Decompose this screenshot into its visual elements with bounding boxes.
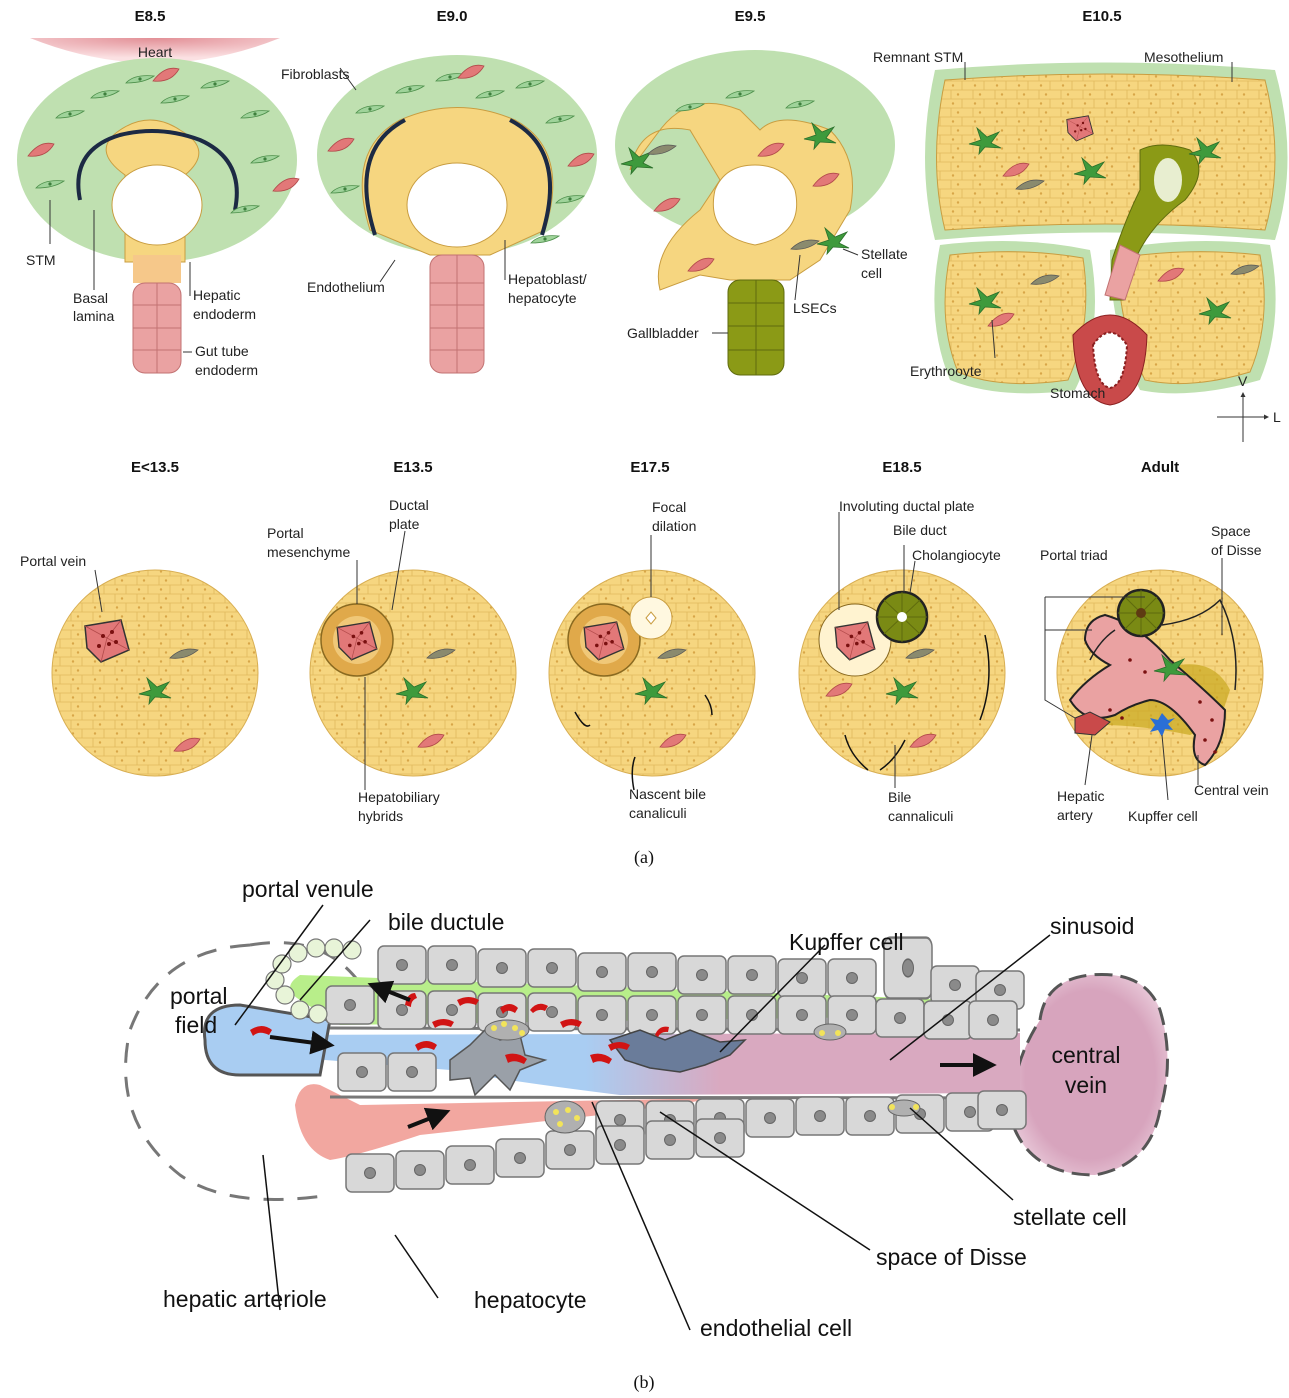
- portal-venule-label: portal venule: [242, 876, 374, 902]
- e13-5-illustration: Portal mesenchyme Ductal plate Hepatobil…: [267, 497, 516, 824]
- e17-5-illustration: Focal dilation Nascent bile canaliculi: [549, 499, 755, 821]
- panel-b-caption: (b): [634, 1372, 655, 1393]
- endothelial-cell-label: endothelial cell: [700, 1315, 852, 1341]
- mesothelium-label: Mesothelium: [1144, 49, 1223, 65]
- gallbladder-label: Gallbladder: [627, 325, 699, 341]
- bile-duct-label: Bile duct: [893, 522, 947, 538]
- involuting-ductal-plate-label: Involuting ductal plate: [839, 498, 975, 514]
- stm-label: STM: [26, 252, 56, 268]
- axis-v-label: V: [1238, 373, 1248, 389]
- hepatocyte-label: hepatocyte: [474, 1287, 587, 1313]
- stage-label: E17.5: [630, 459, 669, 476]
- panel-a-row2: E<13.5 E13.5 E17.5 E18.5 Adult Portal ve…: [20, 459, 1269, 824]
- panel-a-row1: E8.5 E9.0 E9.5 E10.5 Heart STM Basal lam…: [17, 8, 1288, 442]
- endothelium-label: Endothelium: [307, 279, 385, 295]
- stellate-cell-label-b: stellate cell: [1013, 1204, 1127, 1230]
- bile-ductule-label: bile ductule: [388, 909, 504, 935]
- stage-label: E9.5: [735, 8, 766, 25]
- space-of-disse-label: of Disse: [1211, 542, 1262, 558]
- gut-tube-label: endoderm: [195, 362, 258, 378]
- fibroblasts-label: Fibroblasts: [281, 66, 349, 82]
- portal-mesenchyme-label: Portal: [267, 525, 304, 541]
- kupffer-cell-label: Kupffer cell: [1128, 808, 1198, 824]
- central-vein-label-b: vein: [1065, 1072, 1107, 1098]
- portal-vein-label: Portal vein: [20, 553, 86, 569]
- heart-label: Heart: [138, 44, 172, 60]
- hepatobiliary-hybrids-label: hybrids: [358, 808, 403, 824]
- stage-label: Adult: [1141, 459, 1179, 476]
- e-lt-13-5-illustration: Portal vein: [20, 553, 258, 776]
- bile-canaliculi-label: cannaliculi: [888, 808, 953, 824]
- stellate-cell-label: cell: [861, 265, 882, 281]
- portal-field-label: portal: [170, 983, 228, 1009]
- adult-illustration: Portal triad Space of Disse Central vein…: [1040, 523, 1269, 824]
- e10-5-illustration: Mesothelium Remnant STM Erythrooyte Stom…: [873, 49, 1288, 442]
- stage-label: E10.5: [1082, 8, 1121, 25]
- cholangiocyte-label: Cholangiocyte: [912, 547, 1001, 563]
- space-of-disse-label-b: space of Disse: [876, 1244, 1027, 1270]
- space-of-disse-label: Space: [1211, 523, 1251, 539]
- e9-5-illustration: Stellate cell LSECs Gallbladder: [615, 50, 908, 375]
- stage-label: E<13.5: [131, 459, 179, 476]
- hepatobiliary-hybrids-label: Hepatobiliary: [358, 789, 440, 805]
- gut-tube-label: Gut tube: [195, 343, 249, 359]
- portal-field-label: field: [175, 1012, 217, 1038]
- lsecs-label: LSECs: [793, 300, 837, 316]
- nascent-bile-label: canaliculi: [629, 805, 687, 821]
- remnant-stm-label: Remnant STM: [873, 49, 963, 65]
- erythrocyte-label: Erythrooyte: [910, 363, 982, 379]
- panel-b: portal venule bile ductule Kupffer cell …: [126, 876, 1168, 1341]
- hepatic-arteriole-label: hepatic arteriole: [163, 1286, 327, 1312]
- hepatoblast-label: hepatocyte: [508, 290, 577, 306]
- portal-mesenchyme-label: mesenchyme: [267, 544, 350, 560]
- stage-label: E9.0: [437, 8, 468, 25]
- hepatoblast-label: Hepatoblast/: [508, 271, 587, 287]
- kupffer-cell-label-b: Kupffer cell: [789, 929, 904, 955]
- basal-lamina-label: lamina: [73, 308, 114, 324]
- central-vein-label: Central vein: [1194, 782, 1269, 798]
- stage-label: E13.5: [393, 459, 432, 476]
- sinusoid-label: sinusoid: [1050, 913, 1134, 939]
- e9-0-illustration: Fibroblasts Endothelium Hepatoblast/ hep…: [281, 55, 597, 373]
- central-vein-label-b: central: [1051, 1042, 1120, 1068]
- hepatic-endoderm-label: Hepatic: [193, 287, 240, 303]
- stomach-label: Stomach: [1050, 385, 1105, 401]
- hepatic-artery-label: Hepatic: [1057, 788, 1104, 804]
- nascent-bile-label: Nascent bile: [629, 786, 706, 802]
- e8-5-illustration: Heart STM Basal lamina Hepatic endoderm …: [17, 38, 299, 378]
- stellate-cell-label: Stellate: [861, 246, 908, 262]
- stage-label: E18.5: [882, 459, 921, 476]
- axis-l-label: L: [1273, 409, 1281, 425]
- ductal-plate-label: Ductal: [389, 497, 429, 513]
- e18-5-illustration: Involuting ductal plate Bile duct Cholan…: [799, 498, 1005, 824]
- basal-lamina-label: Basal: [73, 290, 108, 306]
- focal-dilation-label: Focal: [652, 499, 686, 515]
- focal-dilation-label: dilation: [652, 518, 696, 534]
- panel-a-caption: (a): [634, 847, 654, 868]
- hepatic-artery-label: artery: [1057, 807, 1093, 823]
- bile-canaliculi-label: Bile: [888, 789, 912, 805]
- ductal-plate-label: plate: [389, 516, 420, 532]
- stage-label: E8.5: [135, 8, 166, 25]
- hepatic-endoderm-label: endoderm: [193, 306, 256, 322]
- portal-triad-label: Portal triad: [1040, 547, 1108, 563]
